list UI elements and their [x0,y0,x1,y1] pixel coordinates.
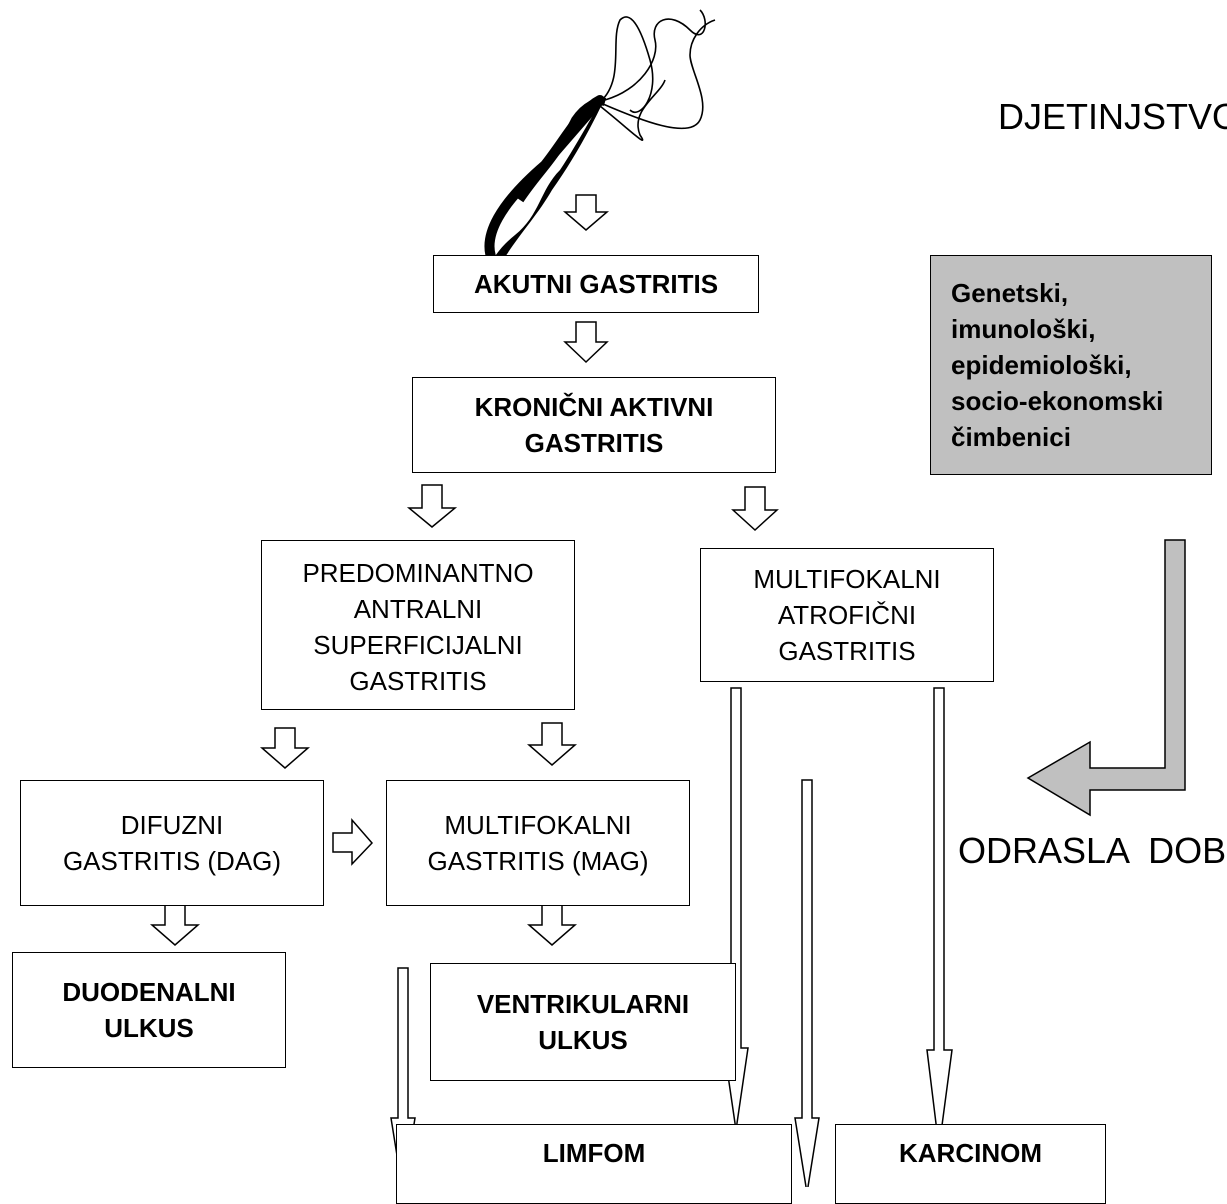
right-arrow-icon [332,817,374,866]
duodenal-ulcer-box: DUODENALNI ULKUS [12,952,286,1068]
long-down-arrow-icon [794,779,820,1187]
down-arrow-icon [259,727,311,769]
down-arrow-icon [526,722,578,766]
multifocal-gastritis-box: MULTIFOKALNI GASTRITIS (MAG) [386,780,690,906]
acute-gastritis-box: AKUTNI GASTRITIS [433,255,759,313]
helicobacter-pylori-icon [483,9,716,308]
childhood-label: DJETINJSTVO [998,96,1227,137]
down-arrow-icon [406,484,458,528]
long-down-arrow-icon [926,687,953,1149]
long-arrows [390,687,953,1187]
carcinoma-box: KARCINOM [835,1124,1106,1204]
down-arrow-icon [562,194,610,231]
antral-superficial-gastritis-box: PREDOMINANTNO ANTRALNI SUPERFICIJALNI GA… [261,540,575,710]
multifocal-atrophic-gastritis-box: MULTIFOKALNI ATROFIČNI GASTRITIS [700,548,994,682]
down-arrows [149,194,779,946]
chronic-active-gastritis-box: KRONIČNI AKTIVNI GASTRITIS [412,377,776,473]
down-arrow-icon [731,486,779,532]
bent-arrow-icon [1026,539,1186,817]
down-arrow-icon [526,901,578,946]
down-arrow-icon [563,321,609,364]
ventricular-ulcer-box: VENTRIKULARNI ULKUS [430,963,736,1081]
down-arrow-icon [149,901,201,946]
diffuse-gastritis-box: DIFUZNI GASTRITIS (DAG) [20,780,324,906]
lymphoma-box: LIMFOM [396,1124,792,1204]
risk-factors-box: Genetski, imunološki, epidemiološki, soc… [930,255,1212,475]
adulthood-label: ODRASLA DOB [958,830,1227,871]
